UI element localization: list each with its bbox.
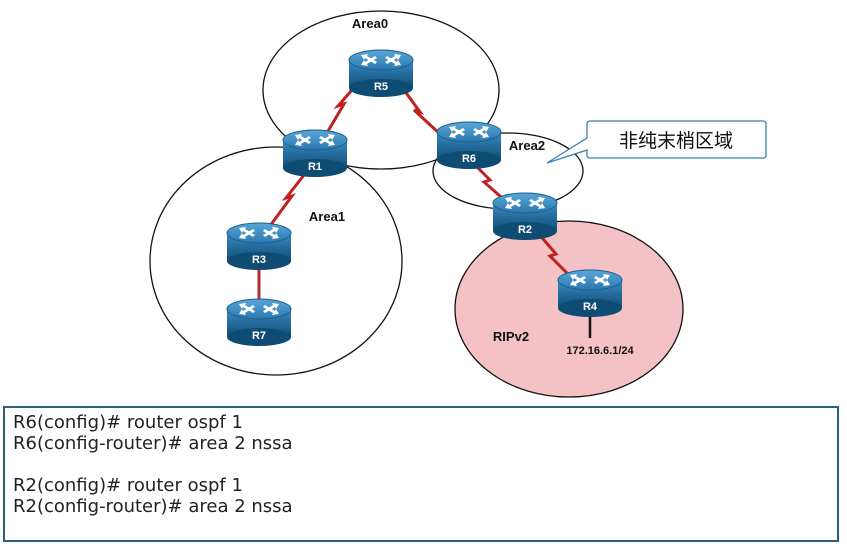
- r4-ip-label: 172.16.6.1/24: [566, 345, 634, 357]
- config-command-box: R6(config)# router ospf 1 R6(config-rout…: [3, 406, 839, 542]
- area0-label: Area0: [352, 16, 388, 31]
- area1-ellipse: [149, 146, 403, 376]
- router-r7-label: R7: [252, 330, 266, 342]
- router-r5[interactable]: R5: [348, 49, 414, 98]
- router-r6[interactable]: R6: [436, 121, 502, 170]
- router-r7[interactable]: R7: [226, 298, 292, 347]
- config-line: R2(config-router)# area 2 nssa: [13, 496, 293, 517]
- router-r3-label: R3: [252, 254, 266, 266]
- config-line: R6(config-router)# area 2 nssa: [13, 433, 293, 454]
- router-r5-label: R5: [374, 81, 388, 93]
- router-r2-label: R2: [518, 224, 532, 236]
- link-r1-r3: [262, 169, 310, 235]
- rip-area-label: RIPv2: [493, 329, 529, 344]
- area1-label: Area1: [309, 209, 345, 224]
- link-r6-r2: [468, 158, 509, 205]
- link-r5-r1: [316, 89, 354, 149]
- router-r2[interactable]: R2: [492, 192, 558, 241]
- link-r5-r6: [402, 89, 442, 136]
- nssa-callout: 非纯末梢区域: [546, 120, 767, 164]
- router-r1[interactable]: R1: [282, 129, 348, 178]
- network-topology-diagram: R5 R1 R6 R2 R3 R7 R4 Area0 Area1 Area2 R…: [149, 10, 767, 398]
- router-r1-label: R1: [308, 161, 322, 173]
- config-line: R2(config)# router ospf 1: [13, 475, 243, 496]
- config-line: R6(config)# router ospf 1: [13, 412, 243, 433]
- router-r6-label: R6: [462, 153, 476, 165]
- link-r2-r4: [536, 232, 578, 284]
- area2-label: Area2: [509, 138, 545, 153]
- router-r4[interactable]: R4: [557, 269, 623, 318]
- config-blank-line: [13, 454, 829, 475]
- callout-text: 非纯末梢区域: [619, 130, 733, 152]
- area0-ellipse: [262, 10, 500, 170]
- router-r3[interactable]: R3: [226, 222, 292, 271]
- router-r4-label: R4: [583, 301, 598, 313]
